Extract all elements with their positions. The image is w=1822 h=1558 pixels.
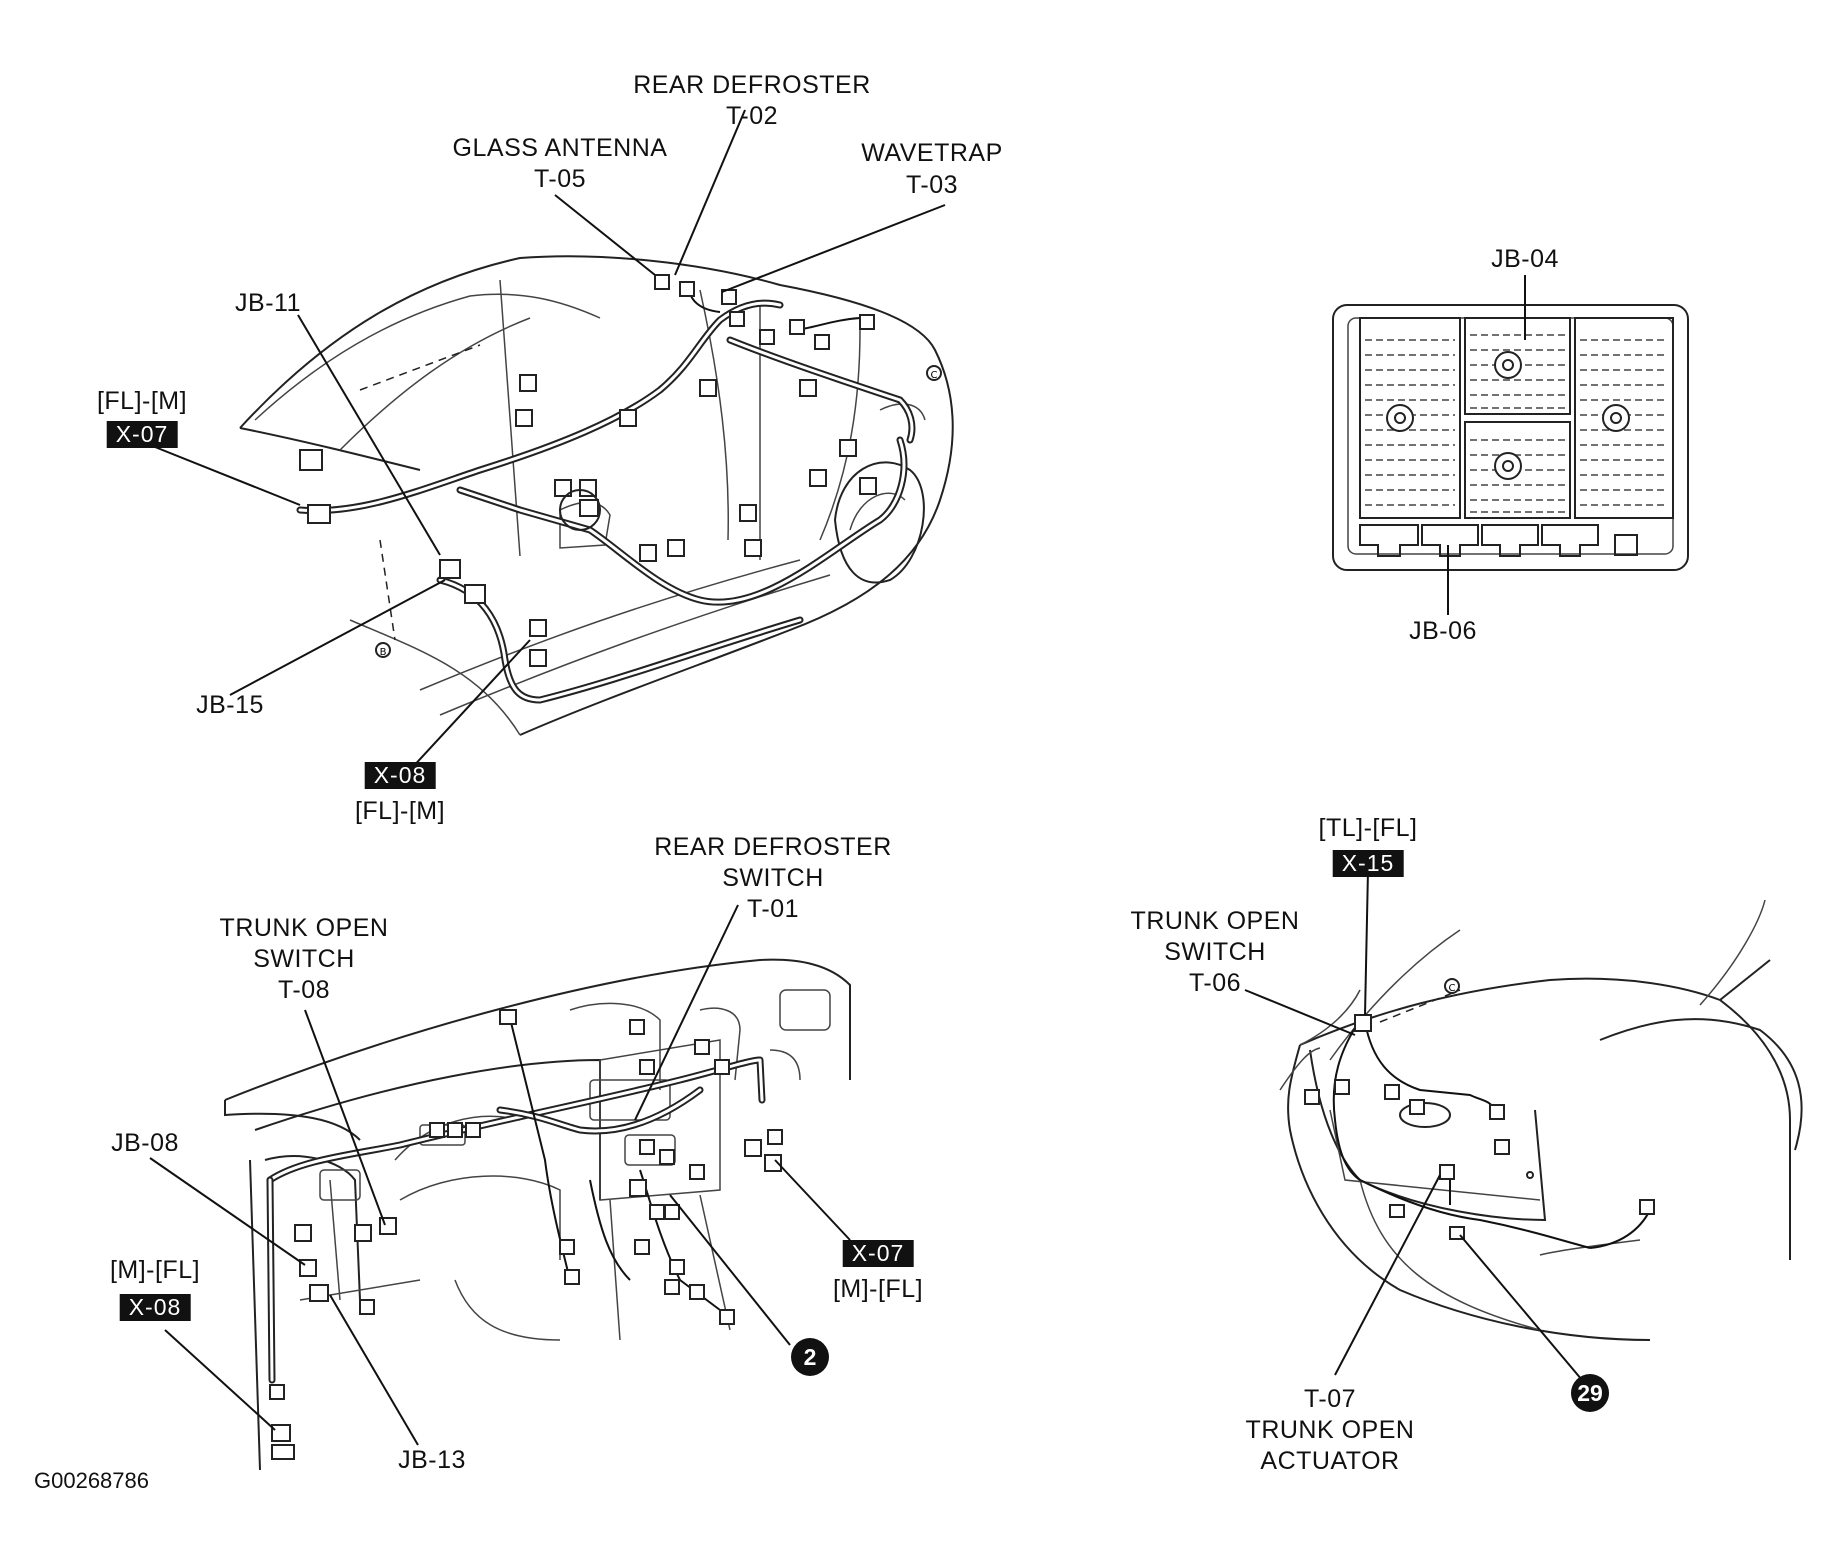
label-trunk-open-actuator-1: TRUNK OPEN <box>1245 1416 1415 1444</box>
label-rear-defroster-switch-2: SWITCH <box>722 864 824 892</box>
dashboard-illustration <box>149 904 851 1471</box>
label-trunk-open-actuator-2: ACTUATOR <box>1260 1447 1400 1475</box>
label-rear-defroster: REAR DEFROSTER <box>633 71 871 99</box>
label-fl-m-top: [FL]-[M] <box>96 387 188 415</box>
label-fl-m-mid: [FL]-[M] <box>354 797 446 825</box>
label-trunk-open-switch-r1: TRUNK OPEN <box>1130 907 1300 935</box>
marker-b: B <box>380 647 387 658</box>
label-t01: T-01 <box>746 895 800 923</box>
label-t02: T-02 <box>725 102 779 130</box>
marker-c-top: C <box>931 370 938 381</box>
label-t03: T-03 <box>905 171 959 199</box>
label-t05: T-05 <box>533 165 587 193</box>
label-m-fl-dash: [M]-[FL] <box>832 1275 924 1303</box>
connector-tag-x08-left: X-08 <box>119 1294 191 1321</box>
marker-c-bottom: C <box>1449 983 1456 994</box>
label-jb13: JB-13 <box>398 1446 466 1474</box>
car-interior-illustration: B C <box>149 109 954 771</box>
junction-box-illustration <box>1332 275 1689 615</box>
trunk-illustration: C <box>1244 869 1803 1381</box>
label-m-fl-left: [M]-[FL] <box>109 1256 201 1284</box>
label-jb11: JB-11 <box>235 289 301 317</box>
label-rear-defroster-switch-1: REAR DEFROSTER <box>654 833 892 861</box>
connector-tag-x07-dash: X-07 <box>842 1240 914 1267</box>
label-trunk-open-switch-2: SWITCH <box>253 945 355 973</box>
label-jb06: JB-06 <box>1409 617 1477 645</box>
callout-badge-29: 29 <box>1571 1374 1609 1412</box>
label-trunk-open-switch-1: TRUNK OPEN <box>219 914 389 942</box>
label-t07: T-07 <box>1303 1385 1357 1413</box>
label-glass-antenna: GLASS ANTENNA <box>452 134 668 162</box>
label-t08: T-08 <box>277 976 331 1004</box>
label-wavetrap: WAVETRAP <box>861 139 1003 167</box>
connector-tag-x08-mid: X-08 <box>364 762 436 789</box>
label-trunk-open-switch-r2: SWITCH <box>1164 938 1266 966</box>
label-t06: T-06 <box>1188 969 1242 997</box>
label-jb15: JB-15 <box>196 691 264 719</box>
callout-badge-2: 2 <box>791 1338 829 1376</box>
label-tl-fl: [TL]-[FL] <box>1318 814 1418 842</box>
label-jb08: JB-08 <box>111 1129 179 1157</box>
figure-id: G00268786 <box>34 1468 149 1493</box>
connector-tag-x07-top: X-07 <box>106 421 178 448</box>
label-jb04: JB-04 <box>1491 245 1559 273</box>
connector-tag-x15: X-15 <box>1332 850 1404 877</box>
